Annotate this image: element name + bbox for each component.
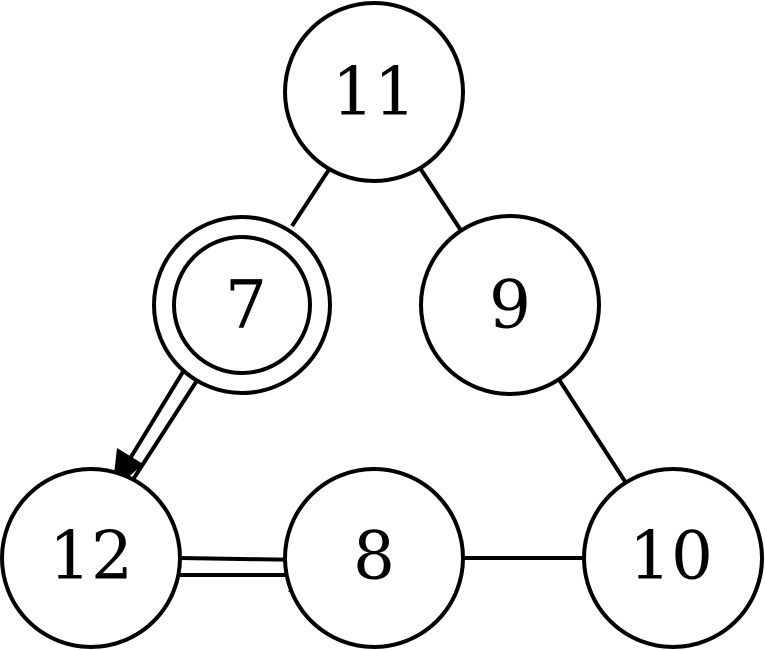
edge-11-9 [418, 166, 464, 234]
node-10-label: 10 [629, 518, 713, 595]
node-12-label: 12 [49, 518, 133, 595]
node-11-label: 11 [332, 54, 416, 131]
edges [290, 166, 630, 560]
node-9-circle [419, 214, 601, 396]
arrow-7-12-line-b [132, 380, 198, 480]
node-12-circle [0, 467, 182, 649]
node-10-circle [582, 467, 764, 649]
node-7-label: 7 [225, 267, 267, 344]
node-11-circle [283, 1, 465, 183]
node-labels: 11 7 9 12 8 10 [49, 54, 713, 595]
node-7-inner-ring [172, 235, 312, 375]
node-8-circle [283, 467, 465, 649]
node-9-label: 9 [489, 267, 531, 344]
edge-9-10 [556, 376, 630, 488]
node-8-label: 8 [353, 518, 395, 595]
edge-11-7 [290, 166, 332, 228]
